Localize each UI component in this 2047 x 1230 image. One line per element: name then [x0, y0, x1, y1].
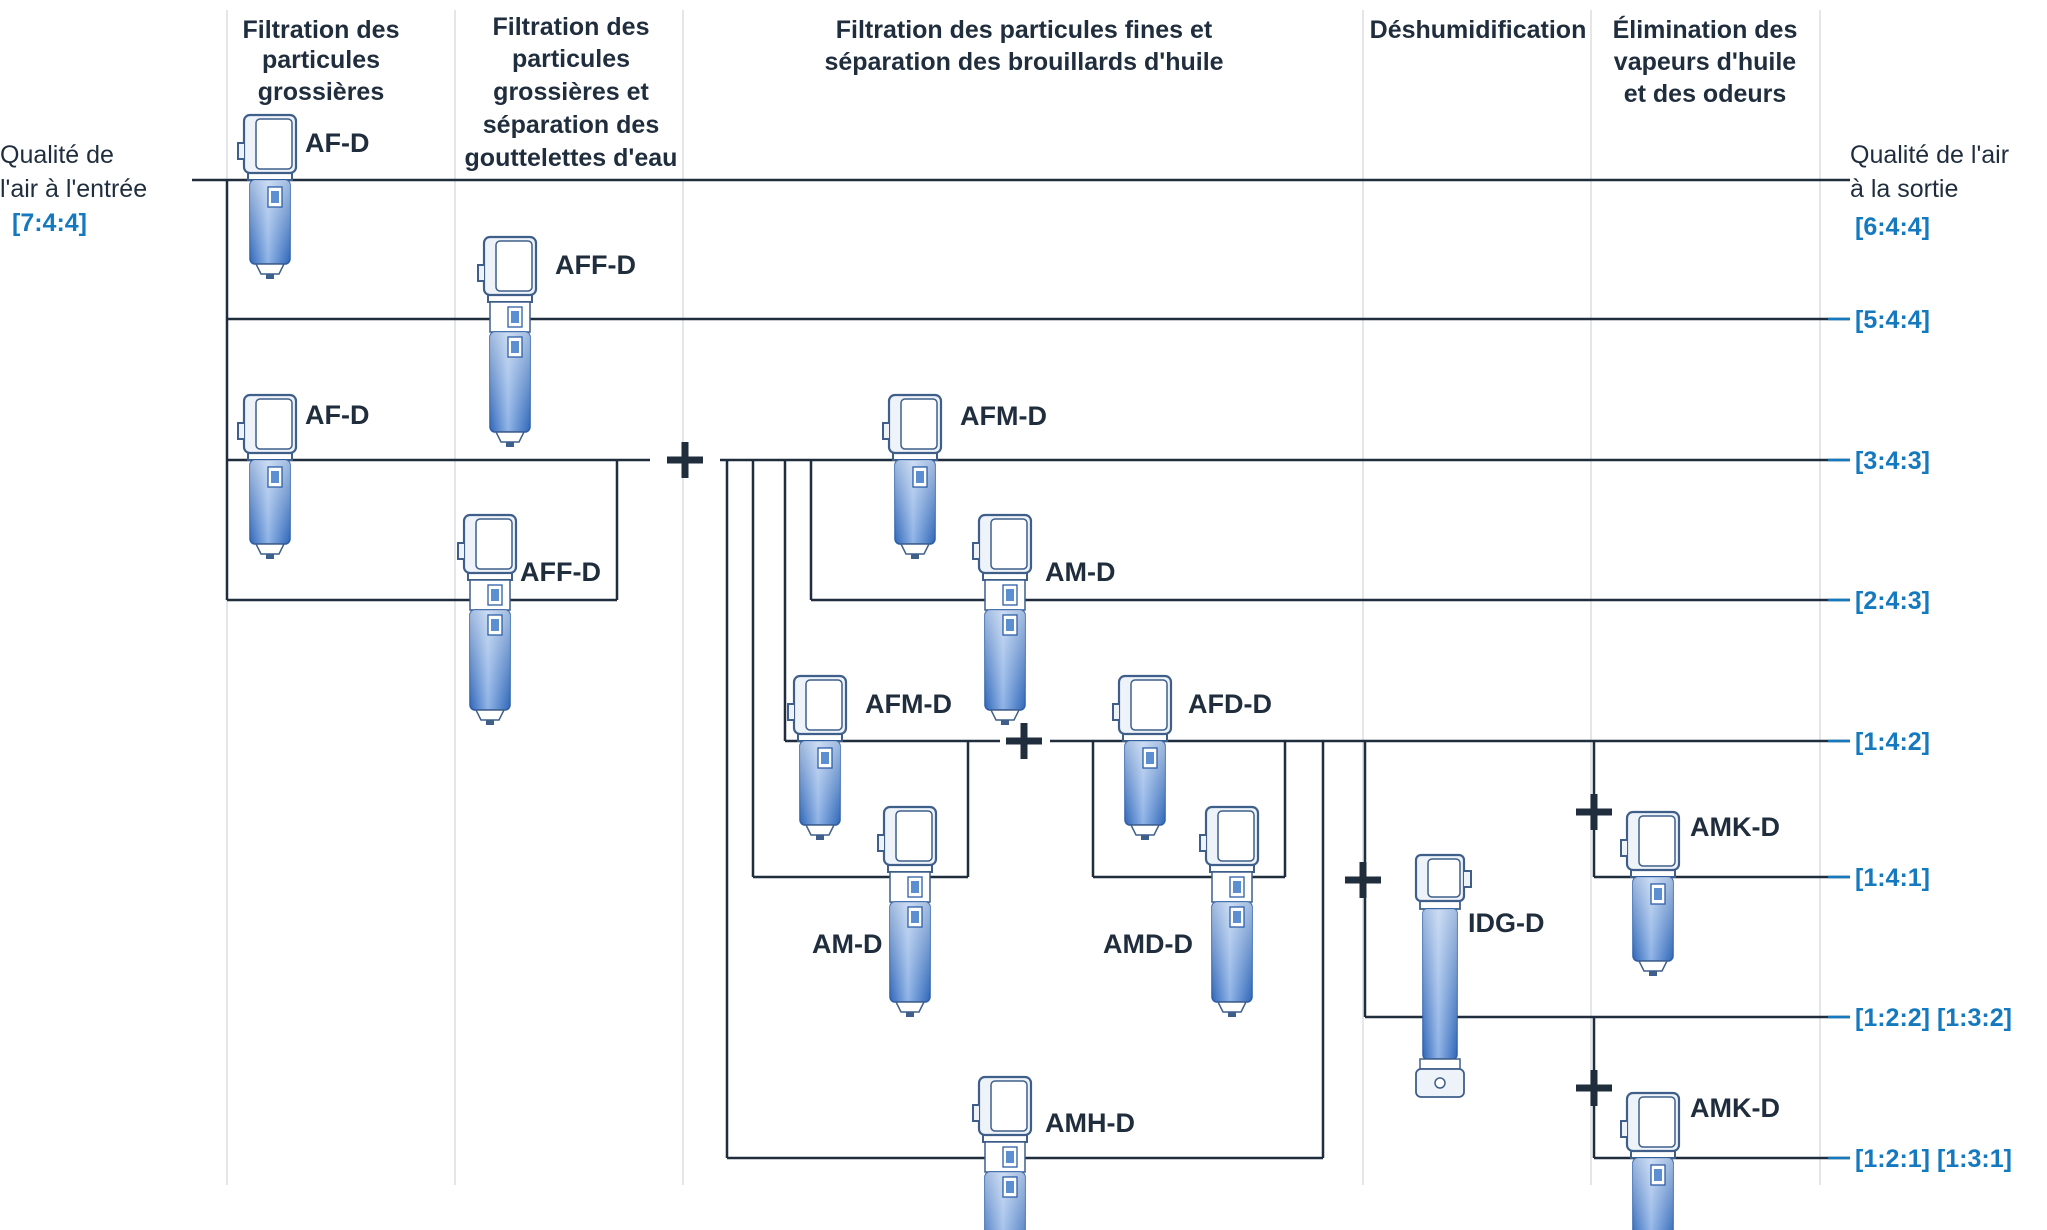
filter-amk-low-label: AMK-D [1690, 1093, 1780, 1123]
plus-icon [1576, 794, 1612, 830]
svg-text:séparation des: séparation des [483, 111, 659, 139]
filter-afm-top-icon [881, 393, 943, 561]
plus-icon [1006, 723, 1042, 759]
plus-icon [667, 442, 703, 478]
filter-afd-icon [1111, 674, 1173, 842]
filter-aff-mid-icon [456, 513, 518, 727]
dryer-idg-icon [1414, 853, 1472, 1098]
svg-text:Qualité de l'air: Qualité de l'air [1850, 141, 2009, 169]
outlet-code-8: [1:2:1] [1:3:1] [1855, 1145, 2012, 1173]
svg-text:séparation des brouillards d'h: séparation des brouillards d'huile [824, 48, 1223, 76]
outlet-code-7: [1:2:2] [1:3:2] [1855, 1004, 2012, 1032]
svg-text:Filtration des: Filtration des [243, 16, 400, 44]
inlet-code: [7:4:4] [12, 209, 87, 237]
svg-text:Déshumidification: Déshumidification [1370, 16, 1587, 44]
outlet-code-1: [6:4:4] [1855, 213, 1930, 241]
svg-text:gouttelettes d'eau: gouttelettes d'eau [465, 144, 678, 172]
filter-afd-label: AFD-D [1188, 689, 1272, 719]
filter-amd-icon [1198, 805, 1260, 1019]
filter-af-top-label: AF-D [305, 128, 369, 158]
filter-am-low-label: AM-D [812, 929, 882, 959]
column-header-vapour: Élimination des vapeurs d'huile et des o… [1613, 15, 1798, 108]
filter-amk-top-label: AMK-D [1690, 812, 1780, 842]
filter-amd-label: AMD-D [1103, 929, 1193, 959]
outlet-code-4: [2:4:3] [1855, 587, 1930, 615]
filter-afm-mid-label: AFM-D [865, 689, 952, 719]
svg-text:Élimination des: Élimination des [1613, 15, 1798, 44]
svg-text:à la sortie: à la sortie [1850, 175, 1958, 203]
inlet-quality: Qualité de l'air à l'entrée [7:4:4] [0, 141, 147, 237]
column-header-coarse: Filtration des particules grossières [243, 16, 400, 106]
svg-text:et des odeurs: et des odeurs [1624, 80, 1787, 108]
dryer-idg-label: IDG-D [1468, 908, 1545, 938]
svg-text:l'air à l'entrée: l'air à l'entrée [0, 175, 147, 203]
column-dividers [226, 10, 1821, 1185]
svg-text:Filtration des: Filtration des [493, 13, 650, 41]
svg-text:Filtration des particules fine: Filtration des particules fines et [836, 16, 1213, 44]
filter-amk-low-icon [1619, 1091, 1681, 1230]
plus-icon [1345, 862, 1381, 898]
column-header-dehumid: Déshumidification [1370, 16, 1587, 44]
filter-afm-top-label: AFM-D [960, 401, 1047, 431]
filter-am-top-label: AM-D [1045, 557, 1115, 587]
plus-icon [1576, 1070, 1612, 1106]
filter-amh-label: AMH-D [1045, 1108, 1135, 1138]
filter-amk-top-icon [1619, 810, 1681, 978]
outlet-code-3: [3:4:3] [1855, 447, 1930, 475]
filter-afm-mid-icon [786, 674, 848, 842]
filter-af-mid-icon [236, 393, 298, 561]
filter-af-top-icon [236, 113, 298, 281]
outlet-code-2: [5:4:4] [1855, 306, 1930, 334]
outlet-code-6: [1:4:1] [1855, 864, 1930, 892]
outlet-markers [1828, 317, 1850, 1160]
outlet-quality: Qualité de l'air à la sortie [1850, 141, 2009, 203]
svg-text:vapeurs d'huile: vapeurs d'huile [1614, 48, 1796, 76]
filter-am-top-icon [971, 513, 1033, 727]
filter-aff-mid-label: AFF-D [520, 557, 601, 587]
filter-amh-icon [971, 1075, 1033, 1230]
svg-text:particules: particules [512, 45, 630, 73]
filter-aff-top-icon [476, 235, 538, 449]
svg-text:particules: particules [262, 46, 380, 74]
filter-aff-top-label: AFF-D [555, 250, 636, 280]
svg-text:grossières: grossières [258, 78, 384, 106]
column-header-fine-oil: Filtration des particules fines et sépar… [824, 16, 1223, 76]
svg-text:grossières et: grossières et [493, 78, 649, 106]
filter-af-mid-label: AF-D [305, 400, 369, 430]
filter-am-low-icon [876, 805, 938, 1019]
column-header-coarse-water: Filtration des particules grossières et … [465, 13, 678, 172]
svg-text:Qualité de: Qualité de [0, 141, 114, 169]
piping [192, 178, 1850, 1160]
outlet-code-5: [1:4:2] [1855, 728, 1930, 756]
